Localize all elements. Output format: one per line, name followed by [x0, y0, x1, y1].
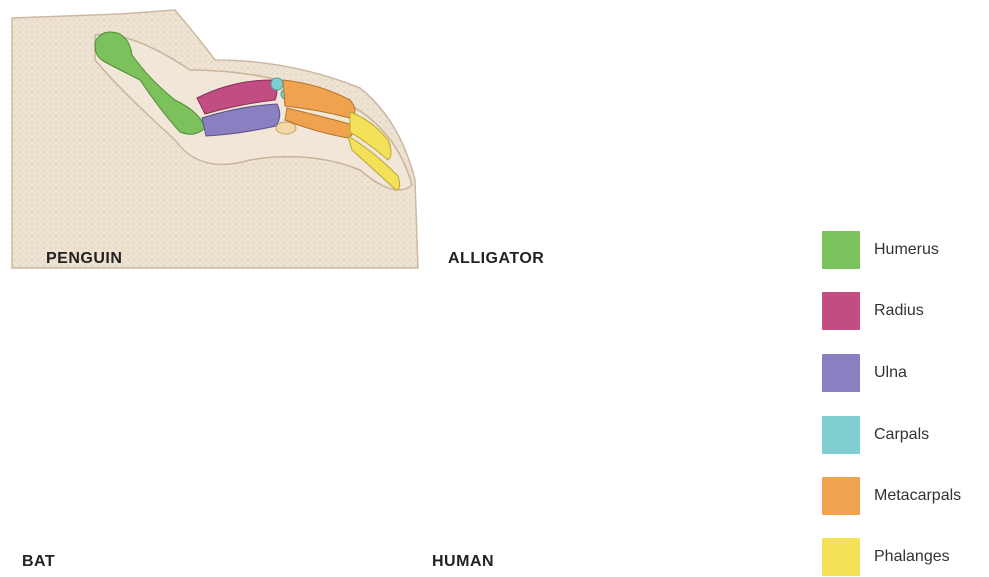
panel-label-bat: BAT — [22, 553, 55, 571]
panel-label-penguin: PENGUIN — [46, 250, 122, 268]
legend-item-carpals: Carpals — [822, 415, 982, 455]
legend-item-metacarpals: Metacarpals — [822, 476, 982, 516]
penguin-carpal — [276, 122, 296, 134]
legend-swatch — [822, 292, 860, 330]
legend-label: Phalanges — [874, 548, 950, 566]
panel-label-alligator: ALLIGATOR — [448, 250, 544, 268]
legend-swatch — [822, 231, 860, 269]
legend-label: Radius — [874, 302, 924, 320]
legend-item-phalanges: Phalanges — [822, 537, 982, 577]
legend-label: Humerus — [874, 241, 939, 259]
legend-swatch — [822, 538, 860, 576]
panel-label-human: HUMAN — [432, 553, 494, 571]
legend-swatch — [822, 354, 860, 392]
legend-label: Metacarpals — [874, 487, 961, 505]
legend-label: Carpals — [874, 426, 929, 444]
legend-swatch — [822, 416, 860, 454]
legend-label: Ulna — [874, 364, 907, 382]
legend-item-radius: Radius — [822, 291, 982, 331]
legend-item-ulna: Ulna — [822, 353, 982, 393]
legend-swatch — [822, 477, 860, 515]
penguin-carpal — [271, 78, 283, 90]
legend-item-humerus: Humerus — [822, 230, 982, 270]
penguin-panel — [12, 10, 418, 268]
